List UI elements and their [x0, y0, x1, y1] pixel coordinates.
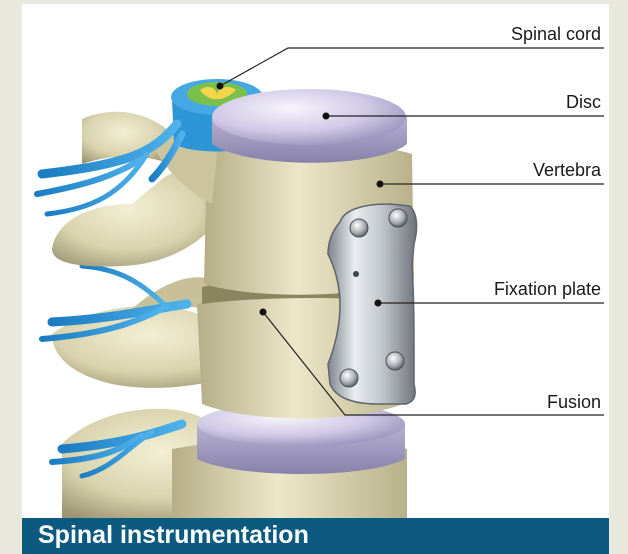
label-disc: Disc	[566, 92, 601, 113]
fixation-plate	[328, 204, 417, 404]
title-bar: Spinal instrumentation	[22, 518, 609, 554]
label-spinal-cord: Spinal cord	[511, 24, 601, 45]
spine-illustration	[22, 4, 609, 518]
label-fusion: Fusion	[547, 392, 601, 413]
illustration-panel: Spinal cord Disc Vertebra Fixation plate…	[22, 4, 609, 518]
upper-disc	[212, 89, 407, 163]
label-fixation-plate: Fixation plate	[494, 279, 601, 300]
figure-title: Spinal instrumentation	[38, 521, 309, 550]
label-vertebra: Vertebra	[533, 160, 601, 181]
